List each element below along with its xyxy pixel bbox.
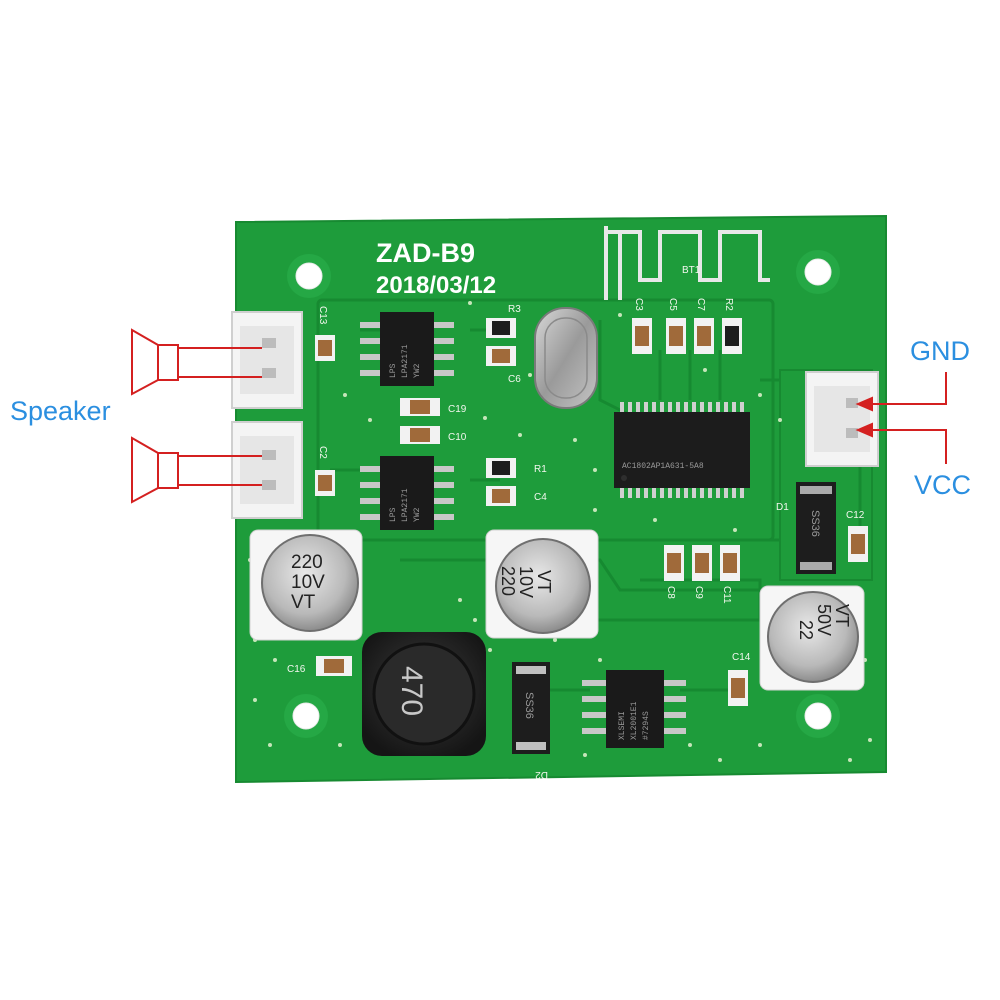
mounting-hole-bottom-right bbox=[796, 694, 840, 738]
silk-c3: C3 bbox=[633, 298, 644, 311]
silk-c13: C13 bbox=[317, 306, 328, 325]
amp-ic-bottom bbox=[360, 456, 454, 530]
speaker-label: Speaker bbox=[10, 396, 111, 426]
amp-ic-bottom-line2: LPA2171 bbox=[401, 488, 410, 522]
capacitor-left-series: VT bbox=[291, 592, 316, 613]
diode-d1 bbox=[796, 482, 836, 574]
capacitor-right-voltage: 50V bbox=[814, 604, 834, 636]
silk-c16: C16 bbox=[287, 664, 306, 675]
amp-ic-top-line2: LPA2171 bbox=[401, 344, 410, 378]
diode-d2-marking: SS36 bbox=[523, 692, 535, 719]
silk-c14: C14 bbox=[732, 652, 751, 663]
capacitor-right-series: VT bbox=[832, 604, 852, 627]
inductor-value: 470 bbox=[395, 666, 428, 716]
mounting-hole-top-right bbox=[796, 250, 840, 294]
speaker-connector-bottom bbox=[231, 421, 303, 519]
silk-c2: C2 bbox=[317, 446, 328, 459]
capacitor-middle bbox=[485, 529, 599, 639]
diode-d1-marking: SS36 bbox=[809, 510, 821, 537]
silk-c4: C4 bbox=[534, 492, 547, 503]
silk-d2: D2 bbox=[535, 769, 548, 780]
silk-c9: C9 bbox=[693, 586, 704, 599]
silk-c11: C11 bbox=[721, 586, 732, 604]
regulator-ic bbox=[582, 670, 686, 748]
gnd-label: GND bbox=[910, 336, 970, 366]
silk-c10: C10 bbox=[448, 432, 467, 443]
capacitor-left-voltage: 10V bbox=[291, 572, 325, 593]
capacitor-left bbox=[249, 529, 363, 641]
amp-ic-top-line3: YW2 bbox=[413, 363, 422, 378]
bluetooth-ic-marking: AC1802AP1A631-5A8 bbox=[622, 462, 704, 471]
silk-d1: D1 bbox=[776, 502, 789, 513]
bluetooth-ic bbox=[614, 402, 750, 498]
silk-r1: R1 bbox=[534, 464, 547, 475]
pcb-board bbox=[235, 214, 887, 784]
diode-d2 bbox=[512, 662, 550, 754]
power-wires bbox=[855, 372, 947, 464]
capacitor-left-value: 220 bbox=[291, 552, 323, 573]
speaker-connector-top bbox=[231, 311, 303, 409]
silk-c7: C7 bbox=[695, 298, 706, 311]
capacitor-right bbox=[759, 585, 865, 691]
silk-c8: C8 bbox=[665, 586, 676, 599]
amp-ic-top-line1: LPS bbox=[389, 363, 398, 378]
silk-c19: C19 bbox=[448, 404, 467, 415]
silk-c6: C6 bbox=[508, 374, 521, 385]
silk-r3: R3 bbox=[508, 304, 521, 315]
mounting-hole-top-left bbox=[287, 254, 331, 298]
antenna-label: BT1 bbox=[682, 265, 701, 276]
board-date: 2018/03/12 bbox=[376, 272, 496, 299]
capacitor-middle-voltage: 10V bbox=[516, 566, 536, 598]
silk-c5: C5 bbox=[667, 298, 678, 311]
speaker-icon-top bbox=[131, 328, 262, 396]
regulator-ic-line3: #7294S bbox=[642, 711, 651, 740]
amp-ic-top bbox=[360, 312, 454, 386]
capacitor-right-value: 22 bbox=[796, 620, 816, 640]
vcc-label: VCC bbox=[914, 470, 972, 500]
amp-ic-bottom-line1: LPS bbox=[389, 507, 398, 522]
power-connector bbox=[805, 371, 879, 467]
speaker-icon-bottom bbox=[131, 436, 262, 504]
board-model: ZAD-B9 bbox=[376, 238, 475, 268]
inductor bbox=[362, 632, 486, 756]
capacitor-middle-series: VT bbox=[534, 570, 554, 593]
regulator-ic-line2: XL2001E1 bbox=[630, 701, 639, 740]
capacitor-middle-value: 220 bbox=[498, 566, 518, 596]
silk-r2: R2 bbox=[723, 298, 734, 311]
bluetooth-antenna bbox=[604, 226, 770, 300]
mounting-hole-bottom-left bbox=[284, 694, 328, 738]
smd-components bbox=[315, 318, 868, 706]
crystal-oscillator bbox=[534, 307, 598, 409]
silk-c12: C12 bbox=[846, 510, 865, 521]
regulator-ic-line1: XLSEMI bbox=[618, 711, 627, 740]
amp-ic-bottom-line3: YW2 bbox=[413, 507, 422, 522]
